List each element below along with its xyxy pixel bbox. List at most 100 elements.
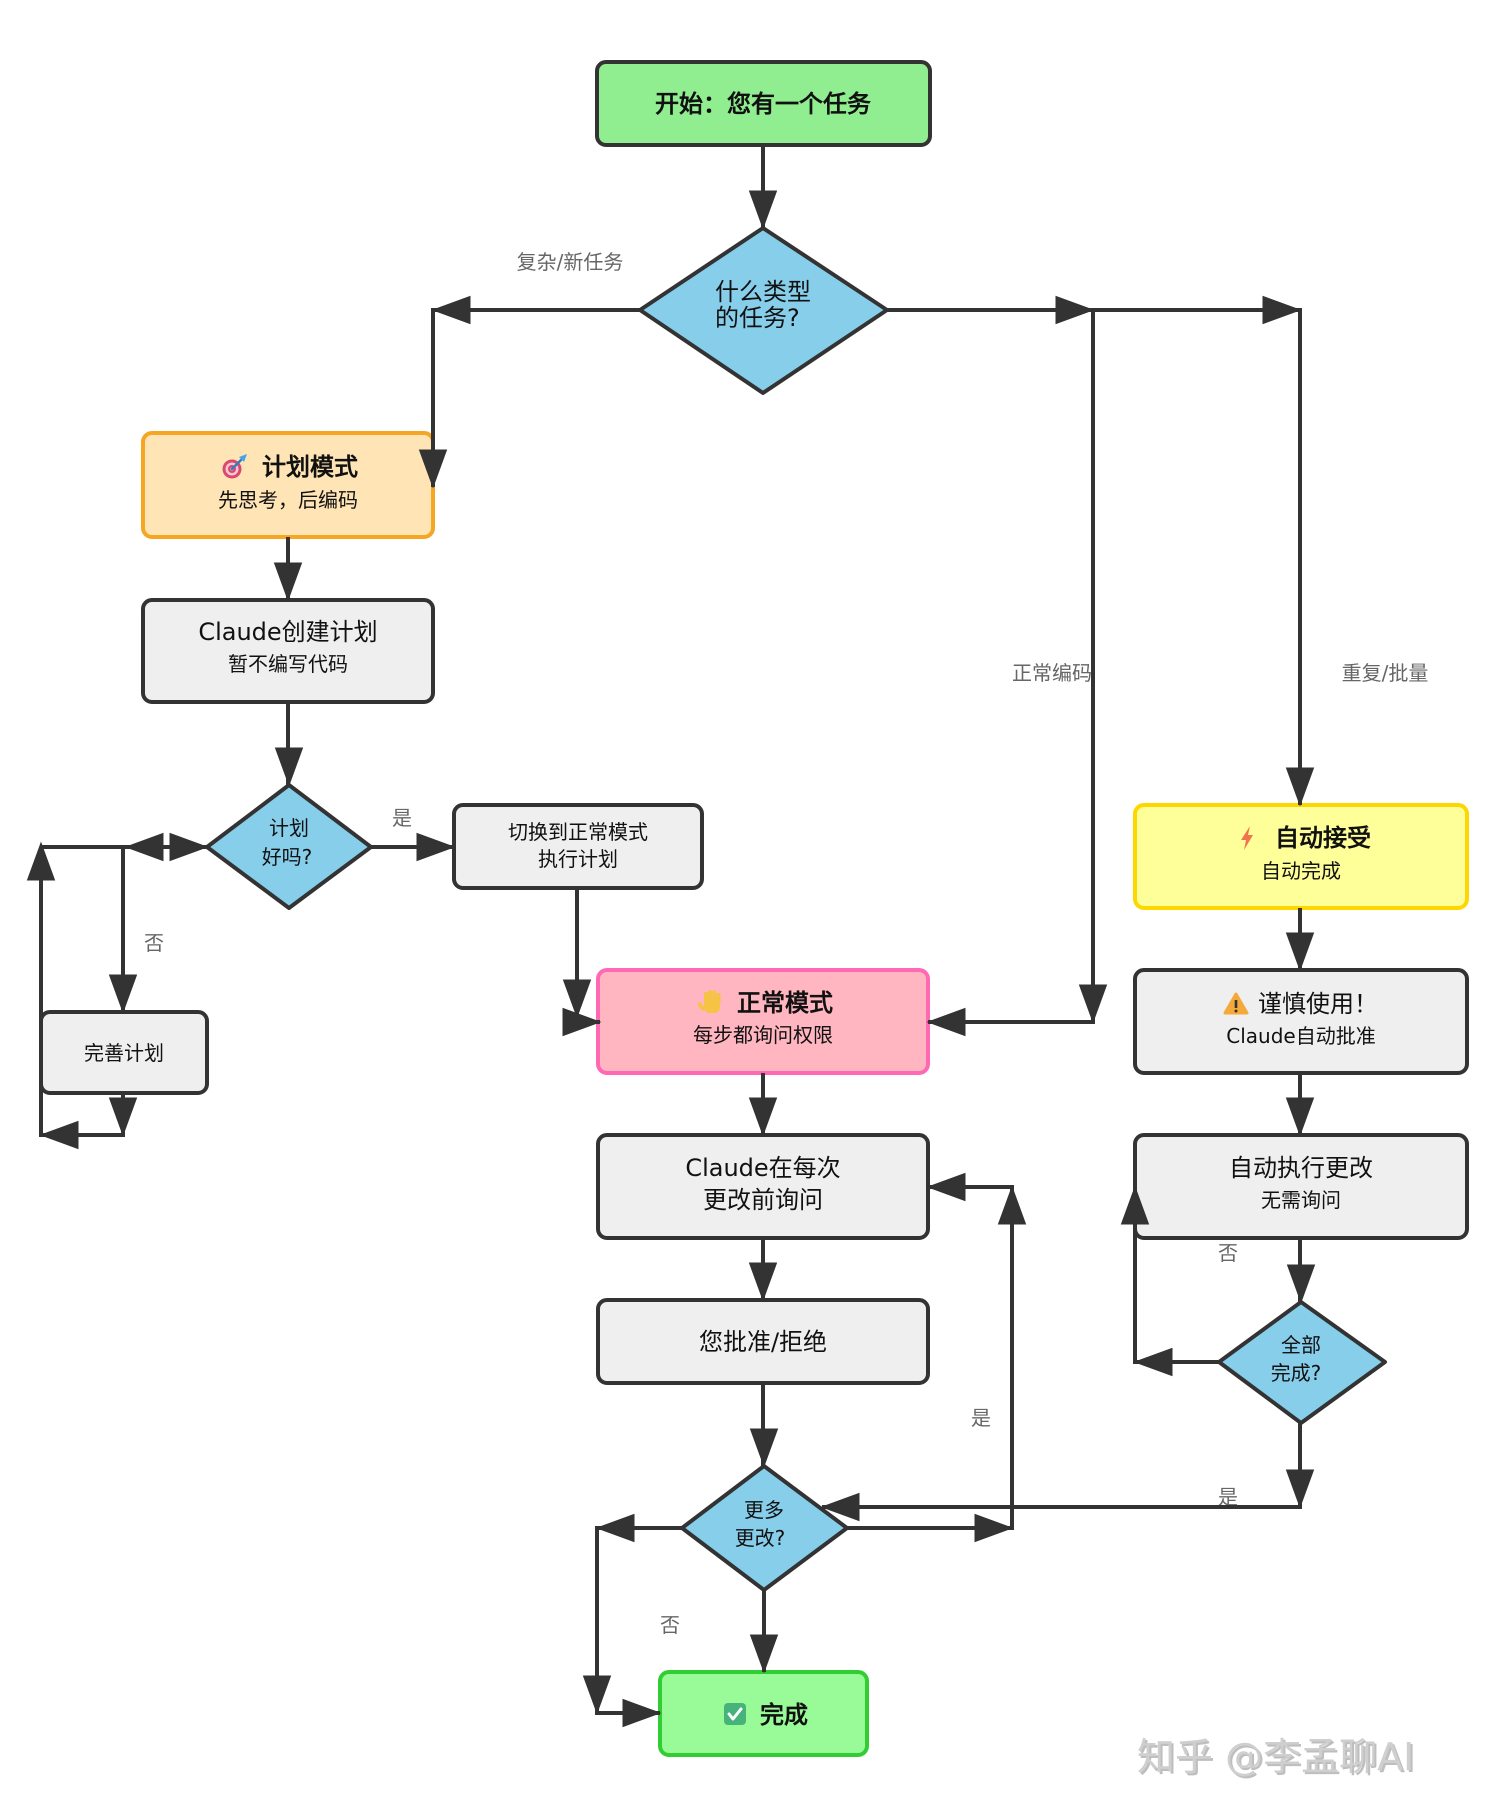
arrowhead [1262, 295, 1302, 325]
arrowhead [562, 979, 592, 1019]
decision-all-done-line-2: 完成? [1271, 1361, 1322, 1385]
connector-line [431, 308, 640, 487]
node-caution-subtitle: Claude自动批准 [1226, 1024, 1375, 1048]
arrowhead [997, 1185, 1027, 1225]
arrowhead [974, 1513, 1014, 1543]
decision-task-type-shape [638, 226, 889, 395]
arrowhead [926, 1007, 966, 1037]
arrowhead [1285, 1097, 1315, 1137]
arrowhead [1285, 1469, 1315, 1509]
warning-icon [1223, 992, 1249, 1015]
node-plan-mode: 计划模式 先思考，后编码 [141, 431, 435, 539]
edge-task-type-to-auto-accept [1093, 295, 1315, 807]
node-auto-execute-title: 自动执行更改 [1229, 1154, 1373, 1182]
arrowhead [1286, 1264, 1316, 1304]
node-refine-plan-label: 完善计划 [84, 1041, 164, 1065]
edge-normal-mode-to-ask [748, 1073, 778, 1137]
decision-all-done-line-1: 全部 [1281, 1333, 1321, 1357]
decision-more-changes-line-2: 更改? [735, 1526, 786, 1550]
edge-create-plan-to-plan-ok [274, 702, 304, 787]
node-done: 完成 [658, 1670, 869, 1757]
arrowhead [1285, 767, 1315, 807]
arrowhead [748, 1097, 778, 1137]
arrowhead [26, 841, 56, 881]
watermark-shadow: 知乎 @李孟聊AI [1139, 1737, 1416, 1781]
node-create-plan-title: Claude创建计划 [198, 618, 377, 646]
node-ask-before-change-line-1: Claude在每次 [685, 1154, 840, 1182]
edge-start-to-task-type [748, 145, 778, 230]
arrowhead [820, 1492, 860, 1522]
decision-more-changes-line-1: 更多 [744, 1498, 784, 1522]
node-create-plan-shape [141, 598, 435, 704]
edge-labels: 复杂/新任务 正常编码 重复/批量 是 否 是 否 否 是 [144, 250, 1428, 1637]
node-plan-mode-title: 计划模式 [262, 453, 358, 481]
decision-plan-ok: 计划 好吗? [205, 783, 373, 910]
arrowhead [169, 832, 209, 862]
node-auto-execute-shape [1133, 1133, 1469, 1240]
edge-caution-to-auto-execute [1285, 1073, 1315, 1137]
arrowhead [595, 1513, 635, 1543]
edge-auto-accept-to-caution [1285, 908, 1315, 972]
watermark: 知乎 @李孟聊AI 知乎 @李孟聊AI [1137, 1735, 1416, 1781]
arrowhead [108, 974, 138, 1014]
arrowhead [1285, 932, 1315, 972]
edge-refine-plan-loop [26, 841, 138, 1150]
node-auto-execute-subtitle: 无需询问 [1261, 1188, 1341, 1212]
edges [26, 145, 1316, 1728]
node-auto-accept-title: 自动接受 [1275, 824, 1371, 852]
arrowhead [108, 1097, 138, 1137]
node-caution-title: 谨慎使用！ [1258, 990, 1378, 1018]
connector-line [847, 1185, 1014, 1530]
node-auto-accept: 自动接受 自动完成 [1133, 803, 1469, 910]
decision-plan-ok-line-1: 计划 [269, 816, 309, 840]
node-auto-execute: 自动执行更改 无需询问 [1133, 1133, 1469, 1240]
edge-label-repetitive-batch: 重复/批量 [1342, 661, 1429, 685]
arrowhead [622, 1698, 662, 1728]
decision-task-type-line-2: 的任务? [715, 304, 800, 332]
node-ask-before-change: Claude在每次 更改前询问 [596, 1133, 930, 1240]
edge-plan-ok-yes [371, 832, 456, 862]
arrowhead [273, 562, 303, 602]
edge-plan-ok-no [41, 832, 209, 1014]
arrowhead [748, 1262, 778, 1302]
node-ask-before-change-line-2: 更改前询问 [703, 1186, 823, 1214]
arrowhead [124, 832, 164, 862]
arrowhead [749, 1634, 779, 1674]
node-normal-mode-subtitle: 每步都询问权限 [693, 1023, 833, 1047]
arrowhead [416, 832, 456, 862]
node-create-plan-subtitle: 暂不编写代码 [228, 652, 348, 676]
edge-label-all-done-yes: 是 [1218, 1485, 1238, 1509]
arrowhead [418, 449, 448, 489]
arrowhead [431, 295, 471, 325]
node-refine-plan: 完善计划 [39, 1010, 209, 1095]
node-create-plan: Claude创建计划 暂不编写代码 [141, 598, 435, 704]
edge-label-more-changes-yes: 是 [971, 1406, 991, 1430]
node-start-label: 开始：您有一个任务 [655, 90, 872, 118]
check-mark-icon [724, 1703, 746, 1725]
edge-more-changes-to-done [749, 1590, 779, 1674]
decision-plan-ok-line-2: 好吗? [262, 845, 313, 869]
raised-hand-icon [697, 990, 721, 1013]
arrowhead [582, 1675, 612, 1715]
edge-approve-to-more-changes [749, 1383, 779, 1468]
arrowhead [749, 1428, 779, 1468]
arrowhead [748, 190, 778, 230]
arrowhead [926, 1172, 966, 1202]
edge-label-all-done-no: 否 [1218, 1241, 1238, 1265]
decision-task-type: 什么类型 的任务? [638, 226, 889, 395]
node-switch-normal-line-2: 执行计划 [538, 847, 618, 871]
node-caution-shape [1133, 968, 1469, 1075]
node-auto-accept-subtitle: 自动完成 [1261, 859, 1341, 883]
arrowhead [1133, 1347, 1173, 1377]
edge-task-type-to-normal-mode [887, 295, 1108, 1037]
node-auto-accept-shape [1133, 803, 1469, 910]
decision-more-changes: 更多 更改? [680, 1464, 849, 1592]
edge-ask-to-approve [748, 1238, 778, 1302]
node-start: 开始：您有一个任务 [595, 60, 932, 147]
decision-plan-ok-shape [205, 783, 373, 910]
edge-auto-execute-to-all-done [1286, 1238, 1316, 1304]
edge-more-changes-yes [847, 1172, 1027, 1543]
edge-label-plan-ok-yes: 是 [392, 806, 412, 830]
arrowhead [39, 1120, 79, 1150]
